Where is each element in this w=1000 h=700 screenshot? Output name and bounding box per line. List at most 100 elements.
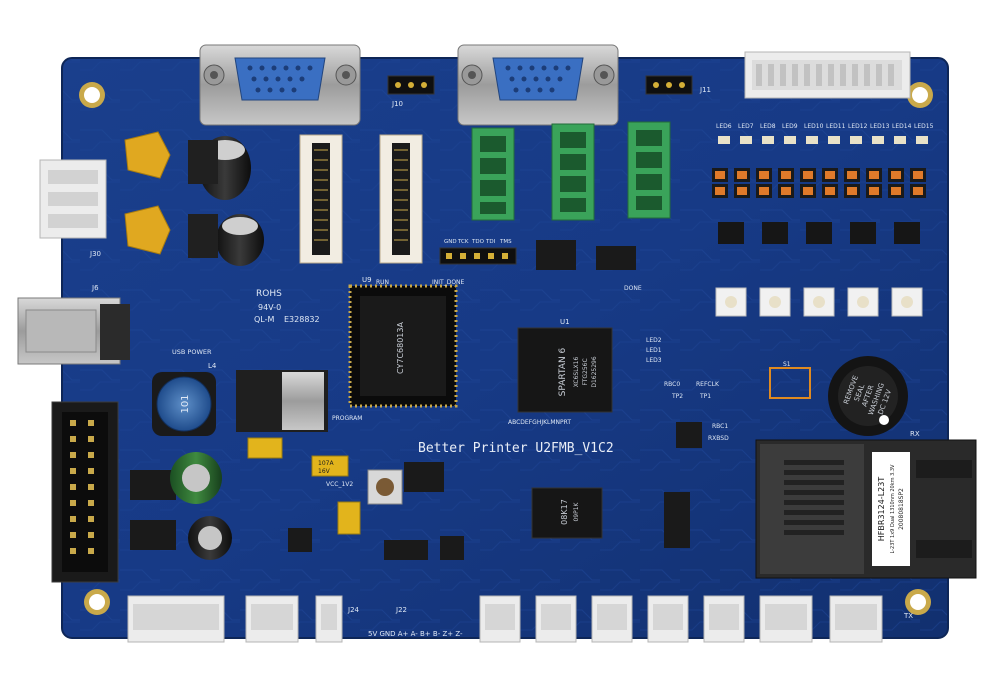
led3-label: LED3 [646,357,662,364]
usb-chip-code: CY7C68013A [396,322,405,374]
flash-chip: 08K17 09P1K [531,487,603,539]
label-j11: J11 [699,86,711,94]
led-label: LED15 [914,123,934,130]
label-j30: J30 [89,250,101,258]
jtag-pin-label: GND [444,239,457,245]
vga-connector-right [457,44,619,126]
mosfet [891,187,901,195]
optocoupler-row [715,287,923,317]
rbc1-label: RBC1 [712,423,728,430]
fpga-pins: ABCDEFGHJKLMNPRT [508,419,571,426]
flash-code: 08K17 [560,499,569,525]
led-smd [916,136,928,144]
electrolytic-cap-green [170,452,222,504]
label-j22: J22 [395,606,407,614]
led-smd [740,136,752,144]
buzzer: REMOVE SEAL AFTER WASHING DC 12V [828,356,908,436]
rohs-label: ROHS [256,289,282,299]
label-j10: J10 [391,100,403,108]
mosfet [781,171,791,179]
fiber-code: 20080818SP2 [898,488,905,530]
fpga-brand: SPARTAN 6 [558,347,568,396]
led-label: LED9 [782,123,798,130]
mosfet [715,171,725,179]
mosfet [759,187,769,195]
tantalum-cap-1 [247,437,283,459]
led-label: LED6 [716,123,732,130]
led-label: LED14 [892,123,912,130]
mosfet [913,187,923,195]
led-label: LED10 [804,123,824,130]
rxbsd-label: RXBSD [708,435,729,442]
tantalum-voltage: 16V [318,468,331,475]
done-label: DONE [624,285,642,292]
mounting-holes [79,82,933,615]
push-button [367,469,403,505]
mosfet [847,171,857,179]
fpc-connector-1 [299,134,343,264]
tp2-label: TP2 [671,393,683,400]
led-label: LED7 [738,123,754,130]
mosfet [715,187,725,195]
header-j10: J10 [387,75,435,108]
mosfet [869,171,879,179]
led-label: LED8 [760,123,776,130]
program-label: PROGRAM [332,415,362,422]
mosfet [913,171,923,179]
board-name: Better Printer U2FMB_V1C2 [418,441,614,456]
rx-label: RX [910,430,920,438]
terminal-block-3 [627,121,671,219]
vcc-label: VCC_1V2 [326,481,353,488]
fpga-code1: XC6SLX16 [573,357,580,388]
bottom-connector-slot [653,604,683,630]
usb-controller-chip: CY7C68013A U9 [348,276,458,408]
mosfet [737,171,747,179]
led-label: LED12 [848,123,868,130]
refclk-label: REFCLK [696,381,720,388]
crystal-s1: S1 [769,361,811,399]
optocoupler-window [857,296,869,308]
flash-sub: 09P1K [573,501,580,521]
heatsink-regulator [236,370,328,432]
mosfet [825,171,835,179]
bottom-connector-slot [541,604,571,630]
bottom-connector-slot [485,604,515,630]
driver-chip [894,222,920,244]
optocoupler-window [769,296,781,308]
fpga-label: U1 [560,318,570,326]
fpga-code2: FTG256C [582,358,589,385]
led2-label: LED2 [646,337,662,344]
fpc-connector-2 [379,134,423,264]
led-smd [894,136,906,144]
mosfet [737,187,747,195]
led-smd [784,136,796,144]
terminal-block-2 [551,123,595,221]
led-label: LED11 [826,123,846,130]
optocoupler-window [901,296,913,308]
bottom-connector-slot [765,604,807,630]
mosfet [825,187,835,195]
electrolytic-cap-2 [216,214,264,266]
tantalum-cap-3 [337,501,361,535]
fiber-transceiver: HFBR3124-L23T L-23T 1x9 Dual 1310nm 20km… [755,439,977,579]
mosfet [759,171,769,179]
polyfuse-1 [124,131,171,179]
pcb-traces [62,58,948,638]
bottom-connector-slot [251,604,293,630]
init-done-label: INIT_DONE [432,279,465,286]
led-smd [828,136,840,144]
rating-label: 94V-0 [258,303,281,312]
run-label: RUN [376,279,389,286]
led-smd [872,136,884,144]
tx-label: TX [903,612,913,620]
jtag-pin-label: TDO [471,239,485,245]
label-j6: J6 [91,284,99,292]
optocoupler-window [813,296,825,308]
power-connector-j30: J30 [39,159,107,258]
label-j24: J24 [347,606,360,614]
small-chips [130,240,702,560]
led-label: LED13 [870,123,890,130]
crystal-label: S1 [783,361,791,368]
